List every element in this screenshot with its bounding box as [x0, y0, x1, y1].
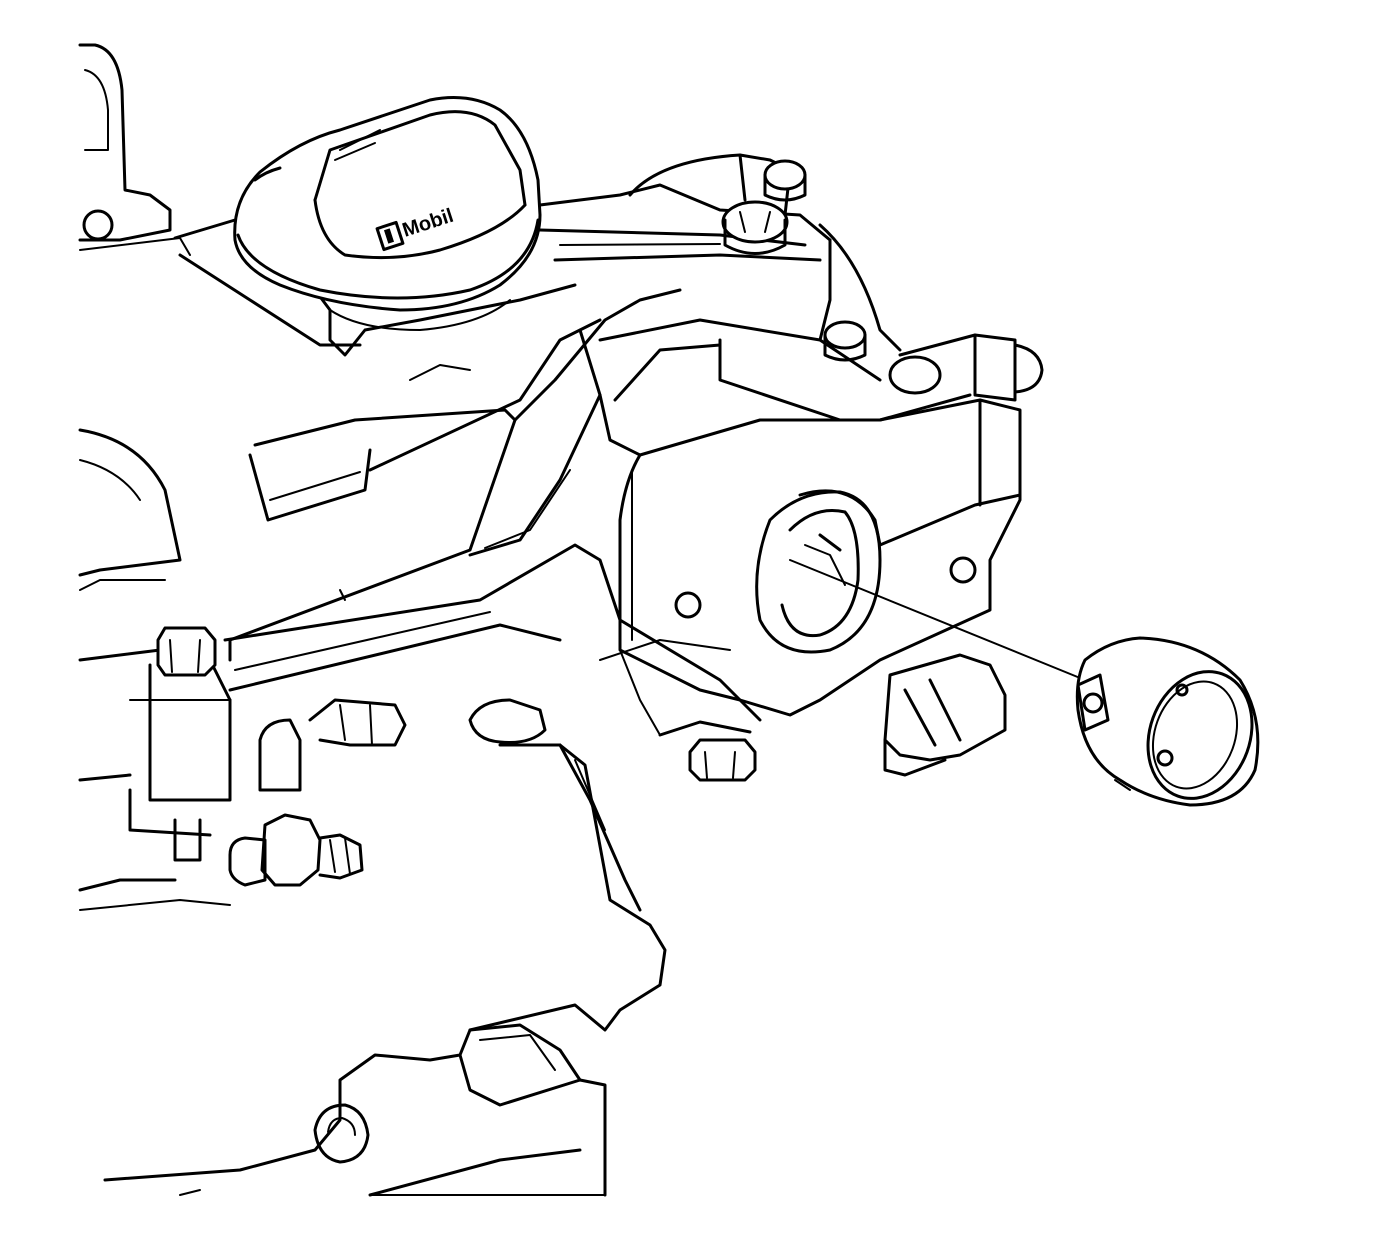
bolt-right: [888, 333, 1044, 402]
alignment-line: [789, 559, 1086, 681]
mobil-1-badge-icon: [375, 220, 405, 252]
lower-boss: [78, 698, 547, 911]
cylinder-head-body: [78, 218, 762, 762]
seal-installer-tool: [1075, 636, 1260, 807]
bolt-left: [129, 626, 232, 802]
bolt-upper: [721, 200, 789, 255]
valve-cover-corner: [78, 43, 191, 256]
sensor-connector: [883, 653, 1007, 777]
crankshaft-bore: [755, 490, 882, 654]
bolt-lower-mid: [658, 720, 757, 782]
bolt-top-right: [763, 159, 807, 202]
oil-pan-outline: [103, 743, 667, 1197]
oil-filler-cap: Mobil: [233, 96, 542, 331]
detail-lines: [79, 364, 731, 736]
bolt-right-small: [823, 320, 867, 362]
lower-sensor: [128, 788, 364, 887]
